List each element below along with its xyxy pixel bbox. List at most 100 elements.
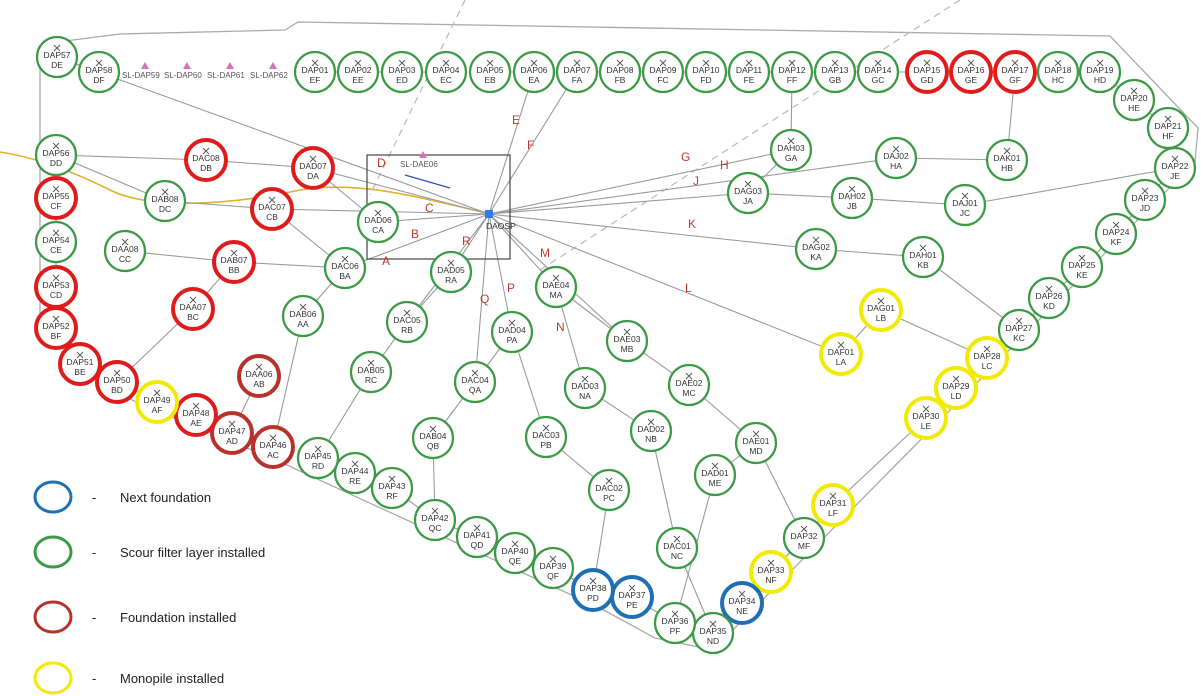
cable-radial [488, 213, 817, 250]
turbine-code: GD [921, 75, 934, 85]
turbine-id: DAP35 [700, 626, 727, 636]
turbine-ring [904, 396, 948, 440]
turbine-ring [859, 288, 903, 332]
